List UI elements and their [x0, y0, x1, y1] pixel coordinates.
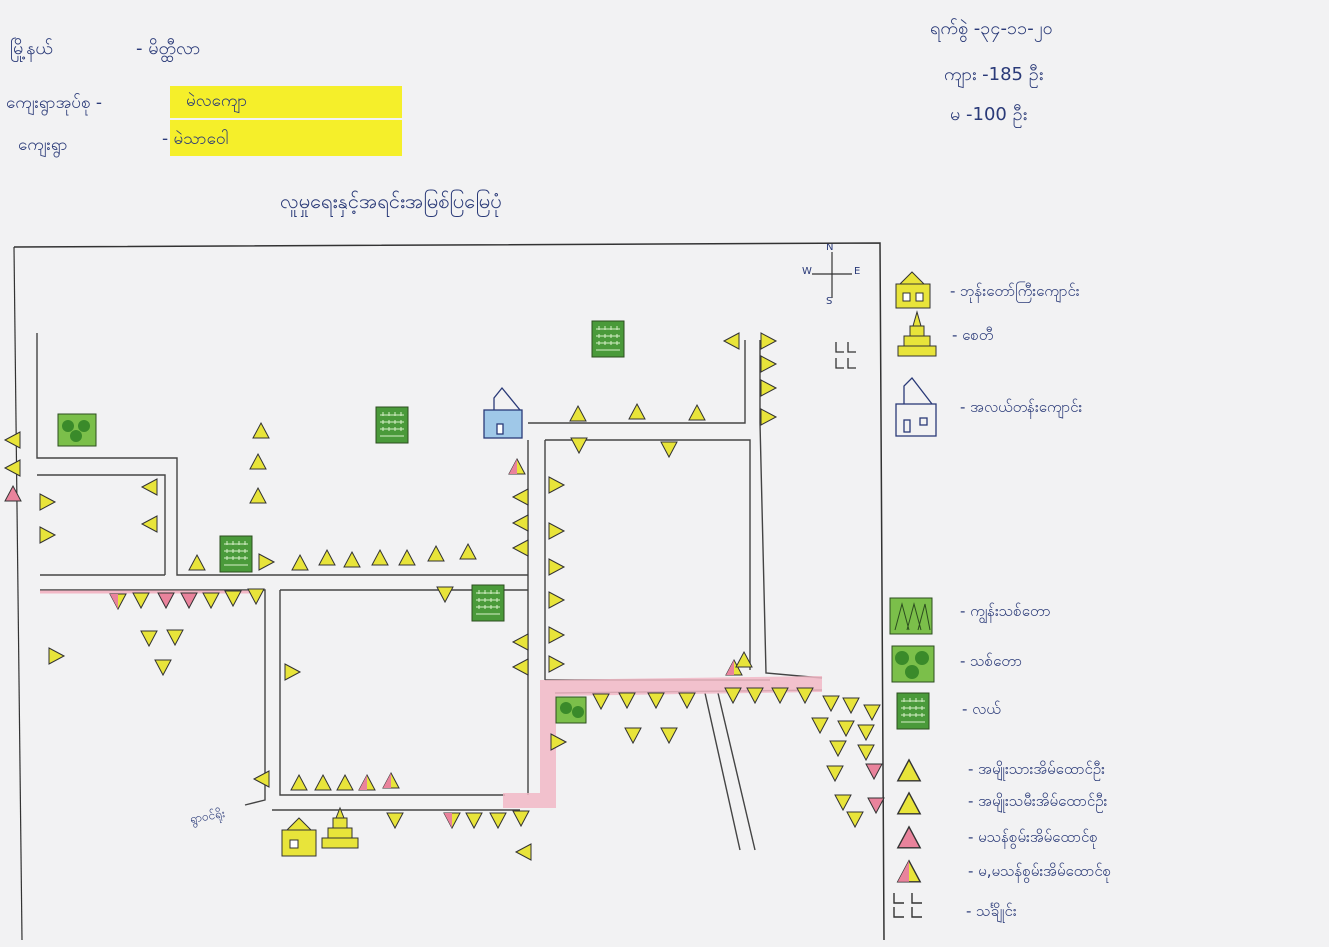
woodland-marker	[555, 696, 587, 724]
male-count: ကျား -185 ဦး	[944, 64, 1044, 85]
township-value: - မိတ္ထီလာ	[136, 38, 201, 59]
farm-field-marker	[471, 584, 505, 622]
village-value: - မဲသာဝေါ	[162, 129, 229, 149]
forest-marker	[57, 413, 97, 447]
legend-label-woodland: - သစ်တော	[960, 652, 1023, 670]
legend-label-forest: - ကျွန်းသစ်တော	[960, 602, 1051, 620]
rich-household-icon	[897, 759, 921, 782]
pagoda-map-icon	[321, 806, 359, 849]
farm-field-marker	[591, 320, 625, 358]
map-frame	[13, 242, 885, 941]
legend-label-cemetery: - သင်္ချိုင်း	[966, 902, 1017, 920]
compass-west: W	[802, 266, 812, 277]
legend-label-school: - အလယ်တန်းကျောင်း	[960, 398, 1083, 416]
village-highlight	[170, 120, 402, 156]
legend-label-disabled-household: - မသန်စွမ်းအိမ်ထောင်စု	[968, 828, 1098, 846]
landless-household-icon	[897, 826, 921, 849]
mixed-household-icon	[897, 860, 921, 883]
household-markers	[4, 332, 885, 861]
farm-field-icon	[896, 692, 930, 730]
school-icon	[895, 377, 937, 437]
legend-label-male-household: - အမျိုးသားအိမ်ထောင်ဦး	[968, 760, 1105, 778]
female-count: မ -100 ဦး	[950, 104, 1028, 125]
date-line: ရက်စွဲ -၃၄-၁၁-၂၀	[930, 18, 1053, 39]
compass-east: E	[854, 266, 861, 277]
farm-field-marker	[375, 406, 409, 444]
village-tract-label: ကျေးရွာအုပ်စု -	[6, 93, 103, 113]
cemetery-map-icon	[835, 342, 856, 369]
legend-label-monastery: - ဘုန်းတော်ကြီးကျောင်း	[950, 282, 1080, 300]
legend-label-mixed-household: - မ,မသန်စွမ်းအိမ်ထောင်စု	[968, 862, 1112, 880]
map-frame-left	[13, 246, 23, 941]
farm-field-marker	[219, 535, 253, 573]
forest-icon	[889, 597, 933, 635]
monastery-icon	[895, 271, 931, 309]
township-label: မြို့နယ်	[10, 38, 53, 59]
legend-label-pagoda: - စေတီ	[952, 326, 994, 344]
school-map-icon	[483, 386, 523, 439]
compass-north: N	[826, 242, 834, 253]
village-label: ကျေးရွာ	[18, 135, 68, 155]
compass-south: S	[826, 296, 833, 307]
female-head-household-icon	[897, 792, 921, 815]
legend-label-farm: - လယ်	[962, 700, 1001, 718]
village-tract-highlight	[170, 86, 402, 118]
legend-label-female-household: - အမျိုးသမီးအိမ်ထောင်ဦး	[968, 792, 1108, 810]
pagoda-icon	[897, 310, 937, 357]
woodland-icon	[891, 645, 935, 683]
paved-road-section	[503, 676, 822, 808]
cattle-pen-icon	[893, 893, 922, 918]
monastery-map-icon	[281, 817, 317, 857]
compass-rose	[812, 252, 852, 298]
village-tract-value: မဲလကျော	[186, 91, 248, 111]
map-title: လူမှုရေးနှင့်အရင်းအမြစ်ပြမြေပုံ	[280, 189, 502, 213]
